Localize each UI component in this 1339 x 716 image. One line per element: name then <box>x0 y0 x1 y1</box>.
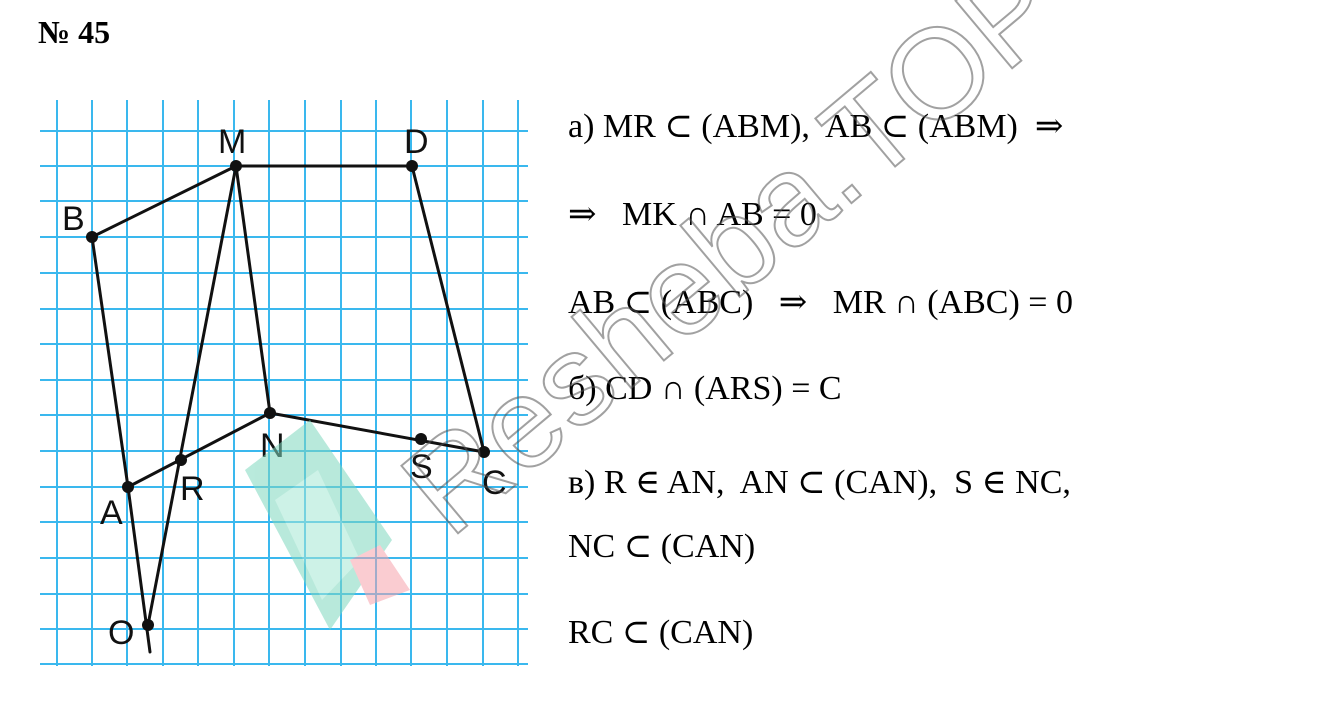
solution-line-2: ⇒ MK ∩ AB = 0 <box>568 196 817 233</box>
point-b <box>86 231 98 243</box>
segment-mo <box>146 164 238 627</box>
solution-line-7: RC ⊂ (CAN) <box>568 614 754 651</box>
label-c: C <box>482 464 507 502</box>
label-s: S <box>410 448 433 486</box>
point-s <box>415 433 427 445</box>
segment-mb <box>90 164 238 239</box>
point-n <box>264 407 276 419</box>
segment-dc <box>410 164 486 454</box>
solution-line-4: б) CD ∩ (ARS) = C <box>568 370 842 407</box>
solution-line-5: в) R ∈ AN, AN ⊂ (CAN), S ∈ NC, <box>568 464 1071 501</box>
figure-lines <box>90 164 486 654</box>
point-m <box>230 160 242 172</box>
label-o: O <box>108 614 134 652</box>
geometry-figure: M D B N S C R A O <box>40 100 528 666</box>
point-c <box>478 446 490 458</box>
solution-line-3: AB ⊂ (ABC) ⇒ MR ∩ (ABC) = 0 <box>568 284 1073 321</box>
segment-mn <box>234 164 272 415</box>
segment-ba <box>90 235 130 489</box>
point-a <box>122 481 134 493</box>
label-d: D <box>404 123 429 161</box>
label-n: N <box>260 427 285 465</box>
point-r <box>175 454 187 466</box>
problem-number: № 45 <box>38 14 111 50</box>
label-a: A <box>100 494 123 532</box>
figure-points <box>86 160 490 631</box>
point-labels: M D B N S C R A O <box>62 123 507 652</box>
label-b: B <box>62 200 85 238</box>
point-d <box>406 160 418 172</box>
solution-line-6: NC ⊂ (CAN) <box>568 528 756 565</box>
point-o <box>142 619 154 631</box>
label-m: M <box>218 123 246 161</box>
label-r: R <box>180 470 205 508</box>
solution-line-1: а) MR ⊂ (ABM), AB ⊂ (ABM) ⇒ <box>568 108 1064 145</box>
